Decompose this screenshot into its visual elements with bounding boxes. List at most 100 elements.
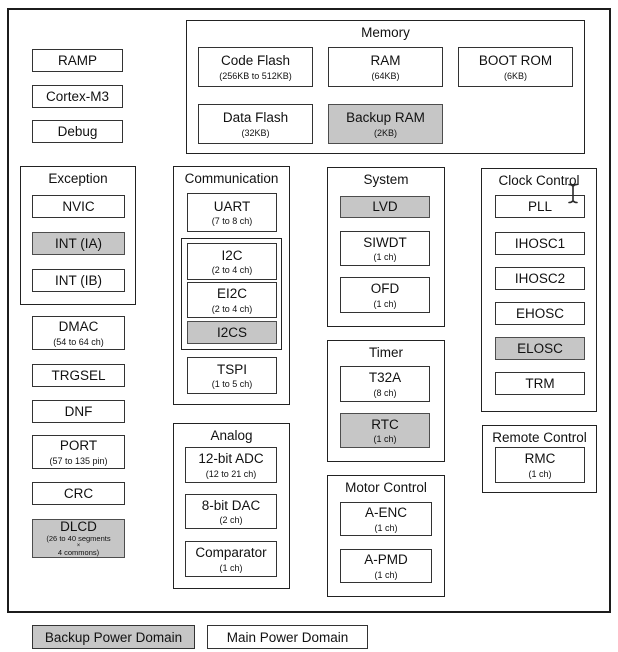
block-nvic: NVIC — [32, 195, 125, 218]
legend-main-power-domain-label: Main Power Domain — [226, 629, 349, 645]
block-uart-channels: (7 to 8 ch) — [211, 216, 253, 227]
block-rtc-channels: (1 ch) — [373, 434, 397, 445]
legend-backup-power-domain: Backup Power Domain — [32, 625, 195, 649]
block-adc-label: 12-bit ADC — [198, 451, 264, 467]
block-trm: TRM — [495, 372, 585, 395]
block-elosc: ELOSC — [495, 337, 585, 360]
block-dmac: DMAC (54 to 64 ch) — [32, 316, 125, 350]
group-system-title: System — [363, 172, 409, 187]
block-tspi-channels: (1 to 5 ch) — [211, 379, 253, 390]
group-timer-title: Timer — [369, 345, 403, 360]
block-dlcd-times: × — [76, 542, 81, 549]
legend-main-power-domain: Main Power Domain — [207, 625, 368, 649]
block-data-flash-label: Data Flash — [222, 110, 289, 126]
block-ofd: OFD (1 ch) — [340, 277, 430, 313]
block-int-ia: INT (IA) — [32, 232, 125, 255]
block-port-pins: (57 to 135 pin) — [49, 455, 108, 466]
diagram-outer-frame — [7, 8, 611, 613]
block-trm-label: TRM — [525, 375, 555, 391]
block-ofd-channels: (1 ch) — [373, 298, 397, 309]
block-ram: RAM (64KB) — [328, 47, 443, 87]
block-rtc: RTC (1 ch) — [340, 413, 430, 448]
block-ehosc: EHOSC — [495, 302, 585, 325]
block-code-flash-label: Code Flash — [220, 53, 291, 69]
block-cortex-m3-label: Cortex-M3 — [45, 88, 109, 104]
block-t32a-channels: (8 ch) — [373, 387, 397, 398]
block-ei2c-channels: (2 to 4 ch) — [211, 303, 253, 314]
block-a-enc: A-ENC (1 ch) — [340, 502, 432, 536]
block-adc-channels: (12 to 21 ch) — [205, 468, 257, 479]
block-backup-ram-size: (2KB) — [373, 127, 397, 138]
block-code-flash: Code Flash (256KB to 512KB) — [198, 47, 313, 87]
block-dac: 8-bit DAC (2 ch) — [185, 494, 277, 529]
block-ihosc2-label: IHOSC2 — [514, 270, 566, 286]
block-i2c-label: I2C — [221, 247, 243, 263]
group-exception-title: Exception — [48, 171, 108, 186]
block-ram-label: RAM — [370, 53, 401, 69]
block-boot-rom: BOOT ROM (6KB) — [458, 47, 573, 87]
block-ihosc1: IHOSC1 — [495, 232, 585, 255]
block-a-pmd-label: A-PMD — [364, 552, 408, 568]
block-ei2c-label: EI2C — [216, 286, 247, 302]
block-int-ib-label: INT (IB) — [55, 272, 102, 288]
block-i2c-channels: (2 to 4 ch) — [211, 265, 253, 276]
block-ramp: RAMP — [32, 49, 123, 72]
block-debug-label: Debug — [57, 123, 98, 139]
block-ihosc1-label: IHOSC1 — [514, 235, 566, 251]
block-tspi-label: TSPI — [216, 361, 247, 377]
block-ramp-label: RAMP — [57, 52, 97, 68]
block-uart: UART (7 to 8 ch) — [187, 193, 277, 232]
block-ehosc-label: EHOSC — [515, 305, 564, 321]
block-nvic-label: NVIC — [62, 198, 95, 214]
block-ram-size: (64KB) — [371, 70, 400, 81]
block-boot-rom-size: (6KB) — [503, 70, 527, 81]
block-siwdt-label: SIWDT — [363, 234, 407, 250]
block-uart-label: UART — [213, 198, 251, 214]
block-i2cs-label: I2CS — [216, 324, 247, 340]
block-comparator: Comparator (1 ch) — [185, 541, 277, 577]
block-boot-rom-label: BOOT ROM — [478, 53, 553, 69]
block-i2c: I2C (2 to 4 ch) — [187, 243, 277, 280]
group-memory-title: Memory — [361, 25, 410, 40]
block-dlcd: DLCD (26 to 40 segments × 4 commons) — [32, 519, 125, 558]
block-rmc: RMC (1 ch) — [495, 447, 585, 483]
block-a-enc-channels: (1 ch) — [374, 522, 398, 533]
block-ihosc2: IHOSC2 — [495, 267, 585, 290]
block-rtc-label: RTC — [371, 416, 399, 432]
block-i2cs: I2CS — [187, 321, 277, 344]
block-tspi: TSPI (1 to 5 ch) — [187, 357, 277, 394]
block-comparator-channels: (1 ch) — [219, 562, 243, 573]
block-dnf-label: DNF — [64, 403, 93, 419]
block-rmc-channels: (1 ch) — [528, 468, 552, 479]
group-motor-control-title: Motor Control — [345, 480, 427, 495]
block-t32a-label: T32A — [368, 370, 402, 386]
block-dac-channels: (2 ch) — [219, 515, 243, 526]
block-siwdt: SIWDT (1 ch) — [340, 231, 430, 266]
block-cortex-m3: Cortex-M3 — [32, 85, 123, 108]
block-trgsel-label: TRGSEL — [51, 367, 106, 383]
block-dmac-label: DMAC — [58, 319, 99, 335]
block-int-ia-label: INT (IA) — [55, 235, 102, 251]
group-clock-control-title: Clock Control — [498, 173, 580, 188]
block-lvd-label: LVD — [372, 199, 398, 215]
block-a-enc-label: A-ENC — [364, 505, 407, 521]
block-dlcd-label: DLCD — [60, 519, 97, 535]
block-a-pmd: A-PMD (1 ch) — [340, 549, 432, 583]
block-rmc-label: RMC — [524, 451, 556, 467]
block-comparator-label: Comparator — [195, 545, 267, 561]
block-data-flash: Data Flash (32KB) — [198, 104, 313, 144]
block-adc: 12-bit ADC (12 to 21 ch) — [185, 447, 277, 483]
group-analog-title: Analog — [210, 428, 253, 443]
block-ofd-label: OFD — [370, 281, 400, 297]
block-pll: PLL — [495, 195, 585, 218]
block-port-label: PORT — [59, 438, 98, 454]
block-dlcd-segments: (26 to 40 segments — [46, 533, 111, 543]
group-remote-control-title: Remote Control — [492, 430, 587, 445]
block-crc-label: CRC — [63, 485, 94, 501]
block-debug: Debug — [32, 120, 123, 143]
legend-backup-power-domain-label: Backup Power Domain — [44, 629, 183, 645]
block-int-ib: INT (IB) — [32, 269, 125, 292]
block-data-flash-size: (32KB) — [241, 127, 270, 138]
block-a-pmd-channels: (1 ch) — [374, 569, 398, 580]
